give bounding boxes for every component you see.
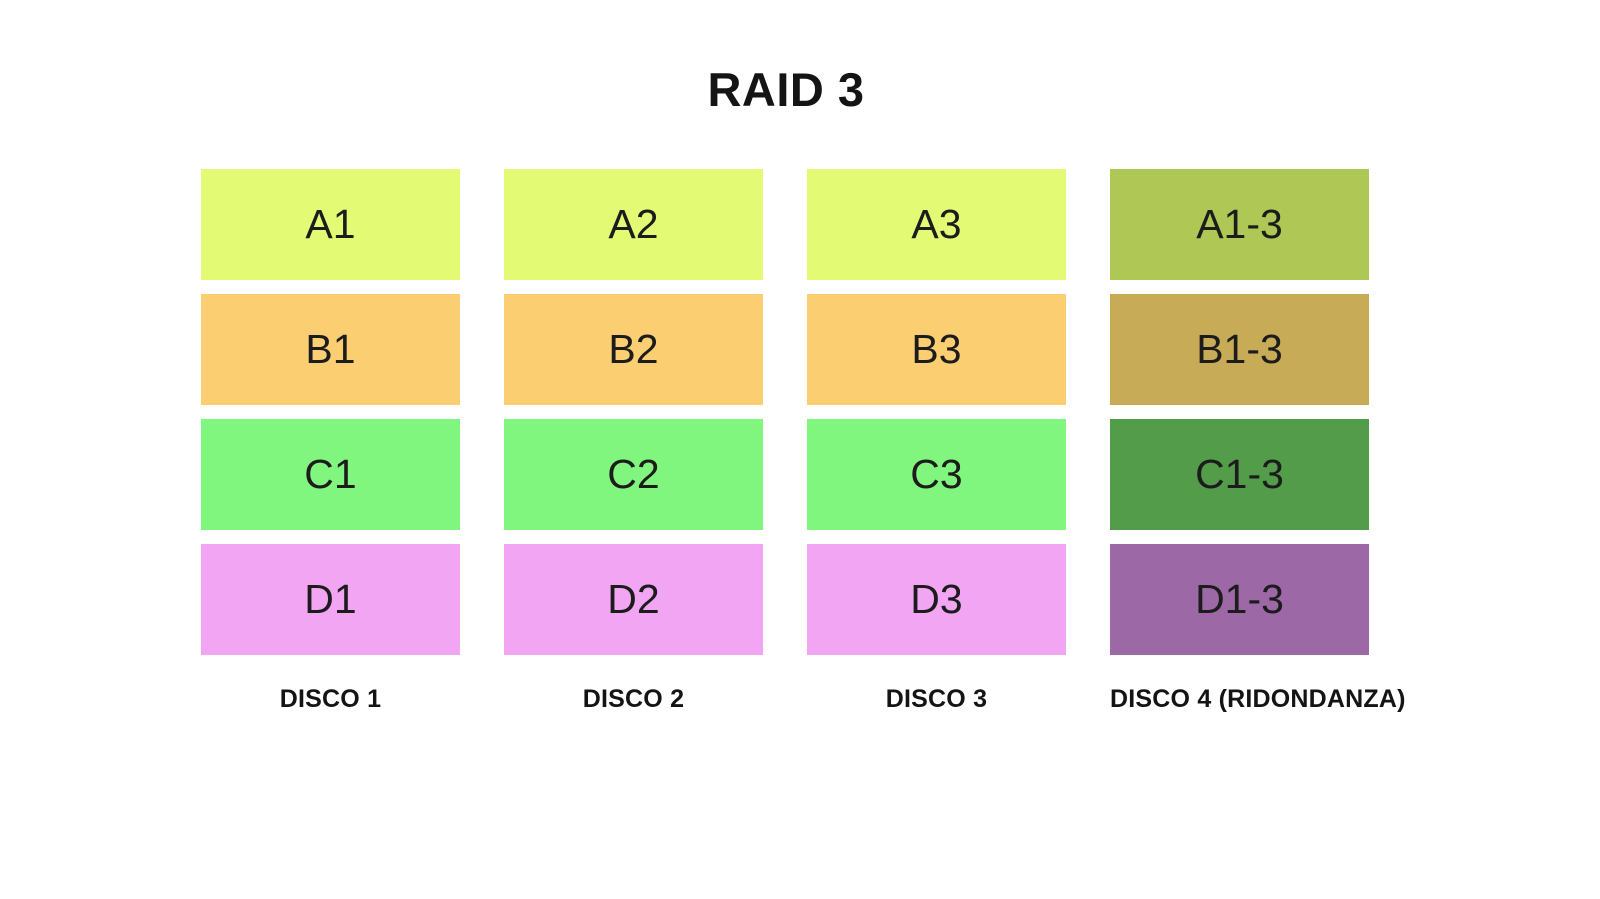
- diagram-title: RAID 3: [707, 63, 865, 116]
- data-block: A3: [807, 169, 1066, 280]
- disk-label: DISCO 3: [885, 685, 988, 713]
- data-block: D2: [504, 544, 763, 655]
- disk-label: DISCO 2: [582, 685, 685, 713]
- disk-column-4-parity: A1-3 B1-3 C1-3 D1-3 DISCO 4 (RIDONDANZA): [1110, 169, 1406, 714]
- parity-block: B1-3: [1110, 294, 1369, 405]
- parity-block: C1-3: [1110, 419, 1369, 530]
- parity-block: D1-3: [1110, 544, 1369, 655]
- parity-block: A1-3: [1110, 169, 1369, 280]
- disk-column-2: A2 B2 C2 D2 DISCO 2: [504, 169, 763, 714]
- data-block: C1: [201, 419, 460, 530]
- data-block: C3: [807, 419, 1066, 530]
- data-block: B1: [201, 294, 460, 405]
- data-block: D3: [807, 544, 1066, 655]
- data-block: A2: [504, 169, 763, 280]
- data-block: A1: [201, 169, 460, 280]
- data-block: C2: [504, 419, 763, 530]
- disk-grid: A1 B1 C1 D1 DISCO 1 A2 B2 C2 D2 DISCO 2 …: [201, 169, 1406, 714]
- data-block: D1: [201, 544, 460, 655]
- disk-column-1: A1 B1 C1 D1 DISCO 1: [201, 169, 460, 714]
- disk-label: DISCO 4 (RIDONDANZA): [1110, 685, 1406, 713]
- disk-column-3: A3 B3 C3 D3 DISCO 3: [807, 169, 1066, 714]
- diagram-container: RAID 3 A1 B1 C1 D1 DISCO 1 A2 B2 C2 D2 D…: [201, 62, 1406, 714]
- data-block: B3: [807, 294, 1066, 405]
- data-block: B2: [504, 294, 763, 405]
- disk-label: DISCO 1: [279, 685, 382, 713]
